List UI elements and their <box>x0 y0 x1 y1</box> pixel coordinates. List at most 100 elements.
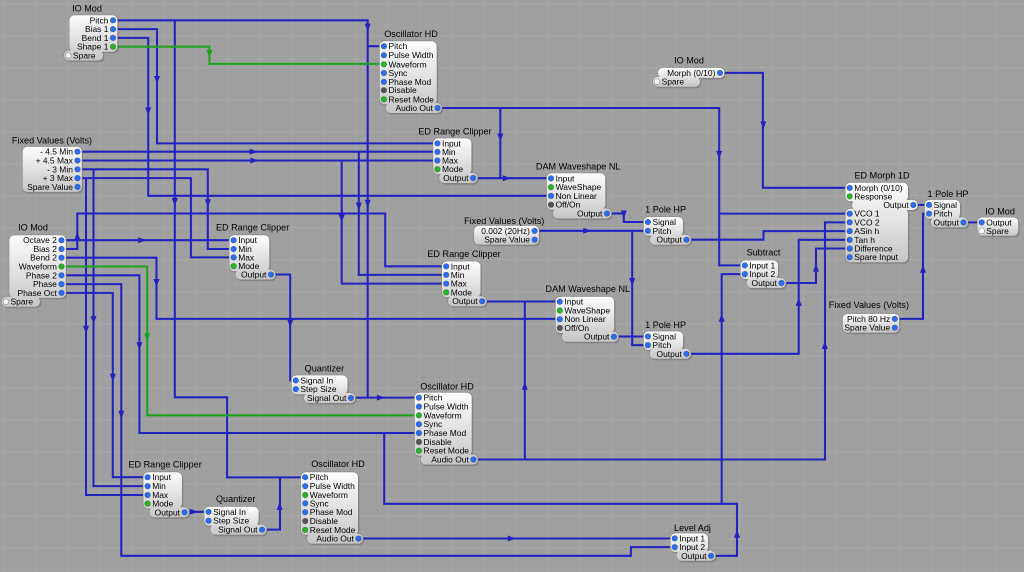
svg-text:Output: Output <box>934 217 960 227</box>
svg-text:Phase Mod: Phase Mod <box>424 428 467 438</box>
svg-text:Output: Output <box>752 278 778 288</box>
svg-text:WaveShape: WaveShape <box>564 306 610 316</box>
svg-text:Pitch: Pitch <box>653 340 672 350</box>
svg-text:Morph (0/10): Morph (0/10) <box>854 183 902 193</box>
svg-text:Signal: Signal <box>653 217 677 227</box>
svg-text:Quantizer: Quantizer <box>216 494 255 504</box>
svg-text:+ 3 Max: + 3 Max <box>43 173 74 183</box>
svg-text:Min: Min <box>152 481 166 491</box>
svg-text:Oscillator HD: Oscillator HD <box>311 459 365 469</box>
svg-text:Output: Output <box>155 507 181 517</box>
svg-text:Waveform: Waveform <box>389 59 427 69</box>
svg-text:WaveShape: WaveShape <box>556 182 602 192</box>
svg-text:Input: Input <box>238 235 257 245</box>
svg-text:Output: Output <box>986 217 1012 227</box>
svg-text:Signal In: Signal In <box>300 375 333 385</box>
svg-text:Signal: Signal <box>653 331 677 341</box>
svg-text:Disable: Disable <box>310 516 338 526</box>
svg-text:1 Pole HP: 1 Pole HP <box>928 189 969 199</box>
svg-text:ED Range Clipper: ED Range Clipper <box>427 249 500 259</box>
svg-text:IO Mod: IO Mod <box>72 4 102 14</box>
svg-text:Spare Input: Spare Input <box>854 252 898 262</box>
svg-text:0.002 (20Hz): 0.002 (20Hz) <box>481 226 530 236</box>
svg-text:- 3 Min: - 3 Min <box>47 164 73 174</box>
svg-text:Spare: Spare <box>986 226 1009 236</box>
svg-text:Audio Out: Audio Out <box>316 534 354 544</box>
svg-text:Phase Oct: Phase Oct <box>17 288 57 298</box>
svg-text:Spare Value: Spare Value <box>27 182 73 192</box>
svg-text:Max: Max <box>238 252 255 262</box>
svg-text:Input: Input <box>152 472 171 482</box>
svg-text:Phase 2: Phase 2 <box>26 270 57 280</box>
svg-text:Min: Min <box>442 147 456 157</box>
svg-text:VCO 1: VCO 1 <box>854 209 880 219</box>
svg-text:Max: Max <box>451 279 468 289</box>
svg-text:Spare Value: Spare Value <box>844 323 890 333</box>
svg-text:- 4.5 Min: - 4.5 Min <box>40 147 73 157</box>
svg-text:Step Size: Step Size <box>213 516 249 526</box>
svg-text:Mode: Mode <box>442 164 463 174</box>
svg-text:Mode: Mode <box>451 287 472 297</box>
svg-text:Tan h: Tan h <box>854 235 875 245</box>
svg-text:Audio Out: Audio Out <box>431 455 469 465</box>
svg-text:Output: Output <box>443 173 469 183</box>
svg-text:Fixed Values (Volts): Fixed Values (Volts) <box>12 135 92 145</box>
svg-text:Level Adj: Level Adj <box>674 523 711 533</box>
svg-text:Disable: Disable <box>389 85 417 95</box>
svg-text:Output: Output <box>657 235 683 245</box>
svg-text:IO Mod: IO Mod <box>674 56 704 66</box>
svg-text:Spare Value: Spare Value <box>484 235 530 245</box>
svg-text:Oscillator HD: Oscillator HD <box>384 29 438 39</box>
svg-text:Phase Mod: Phase Mod <box>310 507 353 517</box>
svg-text:IO Mod: IO Mod <box>985 207 1015 217</box>
svg-text:DAM Waveshape NL: DAM Waveshape NL <box>536 161 621 171</box>
svg-text:ED Range Clipper: ED Range Clipper <box>418 127 491 137</box>
svg-text:Pitch: Pitch <box>389 41 408 51</box>
svg-text:Output: Output <box>883 200 909 210</box>
svg-text:Phase: Phase <box>33 279 57 289</box>
svg-text:Input: Input <box>451 261 470 271</box>
svg-text:Signal Out: Signal Out <box>307 393 347 403</box>
svg-text:Output: Output <box>657 349 683 359</box>
svg-text:Input 1: Input 1 <box>749 260 775 270</box>
svg-text:Difference: Difference <box>854 244 893 254</box>
svg-text:ASin h: ASin h <box>854 226 879 236</box>
svg-text:Pulse Width: Pulse Width <box>389 50 434 60</box>
svg-text:Signal In: Signal In <box>213 507 246 517</box>
svg-text:Phase Mod: Phase Mod <box>389 77 432 87</box>
svg-text:Quantizer: Quantizer <box>305 363 344 373</box>
svg-text:Waveform: Waveform <box>19 262 57 272</box>
svg-text:+ 4.5 Max: + 4.5 Max <box>36 156 74 166</box>
svg-text:Min: Min <box>238 244 252 254</box>
svg-text:Pulse Width: Pulse Width <box>424 402 469 412</box>
svg-text:Output: Output <box>241 270 267 280</box>
svg-text:Sync: Sync <box>310 498 329 508</box>
svg-text:Off/On: Off/On <box>564 323 589 333</box>
svg-text:Off/On: Off/On <box>556 200 581 210</box>
svg-text:Bend 1: Bend 1 <box>82 33 109 43</box>
svg-text:Input: Input <box>442 138 461 148</box>
svg-text:Mode: Mode <box>152 499 173 509</box>
svg-text:Shape 1: Shape 1 <box>77 42 109 52</box>
svg-text:Morph (0/10): Morph (0/10) <box>667 68 715 78</box>
svg-text:Output: Output <box>452 296 478 306</box>
svg-text:Bend 2: Bend 2 <box>30 253 57 263</box>
svg-text:Disable: Disable <box>424 437 452 447</box>
svg-text:Input: Input <box>556 173 575 183</box>
svg-text:Pitch: Pitch <box>424 393 443 403</box>
svg-text:Waveform: Waveform <box>310 490 348 500</box>
svg-text:1 Pole HP: 1 Pole HP <box>645 205 686 215</box>
svg-text:ED Range Clipper: ED Range Clipper <box>128 460 201 470</box>
svg-text:Reset Mode: Reset Mode <box>310 525 356 535</box>
svg-text:Spare: Spare <box>73 51 96 61</box>
svg-text:Sync: Sync <box>424 419 443 429</box>
svg-text:Min: Min <box>451 270 465 280</box>
svg-text:Non Linear: Non Linear <box>564 314 605 324</box>
svg-text:Input 1: Input 1 <box>679 533 705 543</box>
svg-text:Pitch: Pitch <box>310 472 329 482</box>
svg-text:Pulse Width: Pulse Width <box>310 481 355 491</box>
svg-text:Step Size: Step Size <box>300 384 336 394</box>
svg-text:ED Morph 1D: ED Morph 1D <box>854 171 910 181</box>
svg-text:Output: Output <box>681 551 707 561</box>
svg-text:ED Range Clipper: ED Range Clipper <box>216 222 289 232</box>
